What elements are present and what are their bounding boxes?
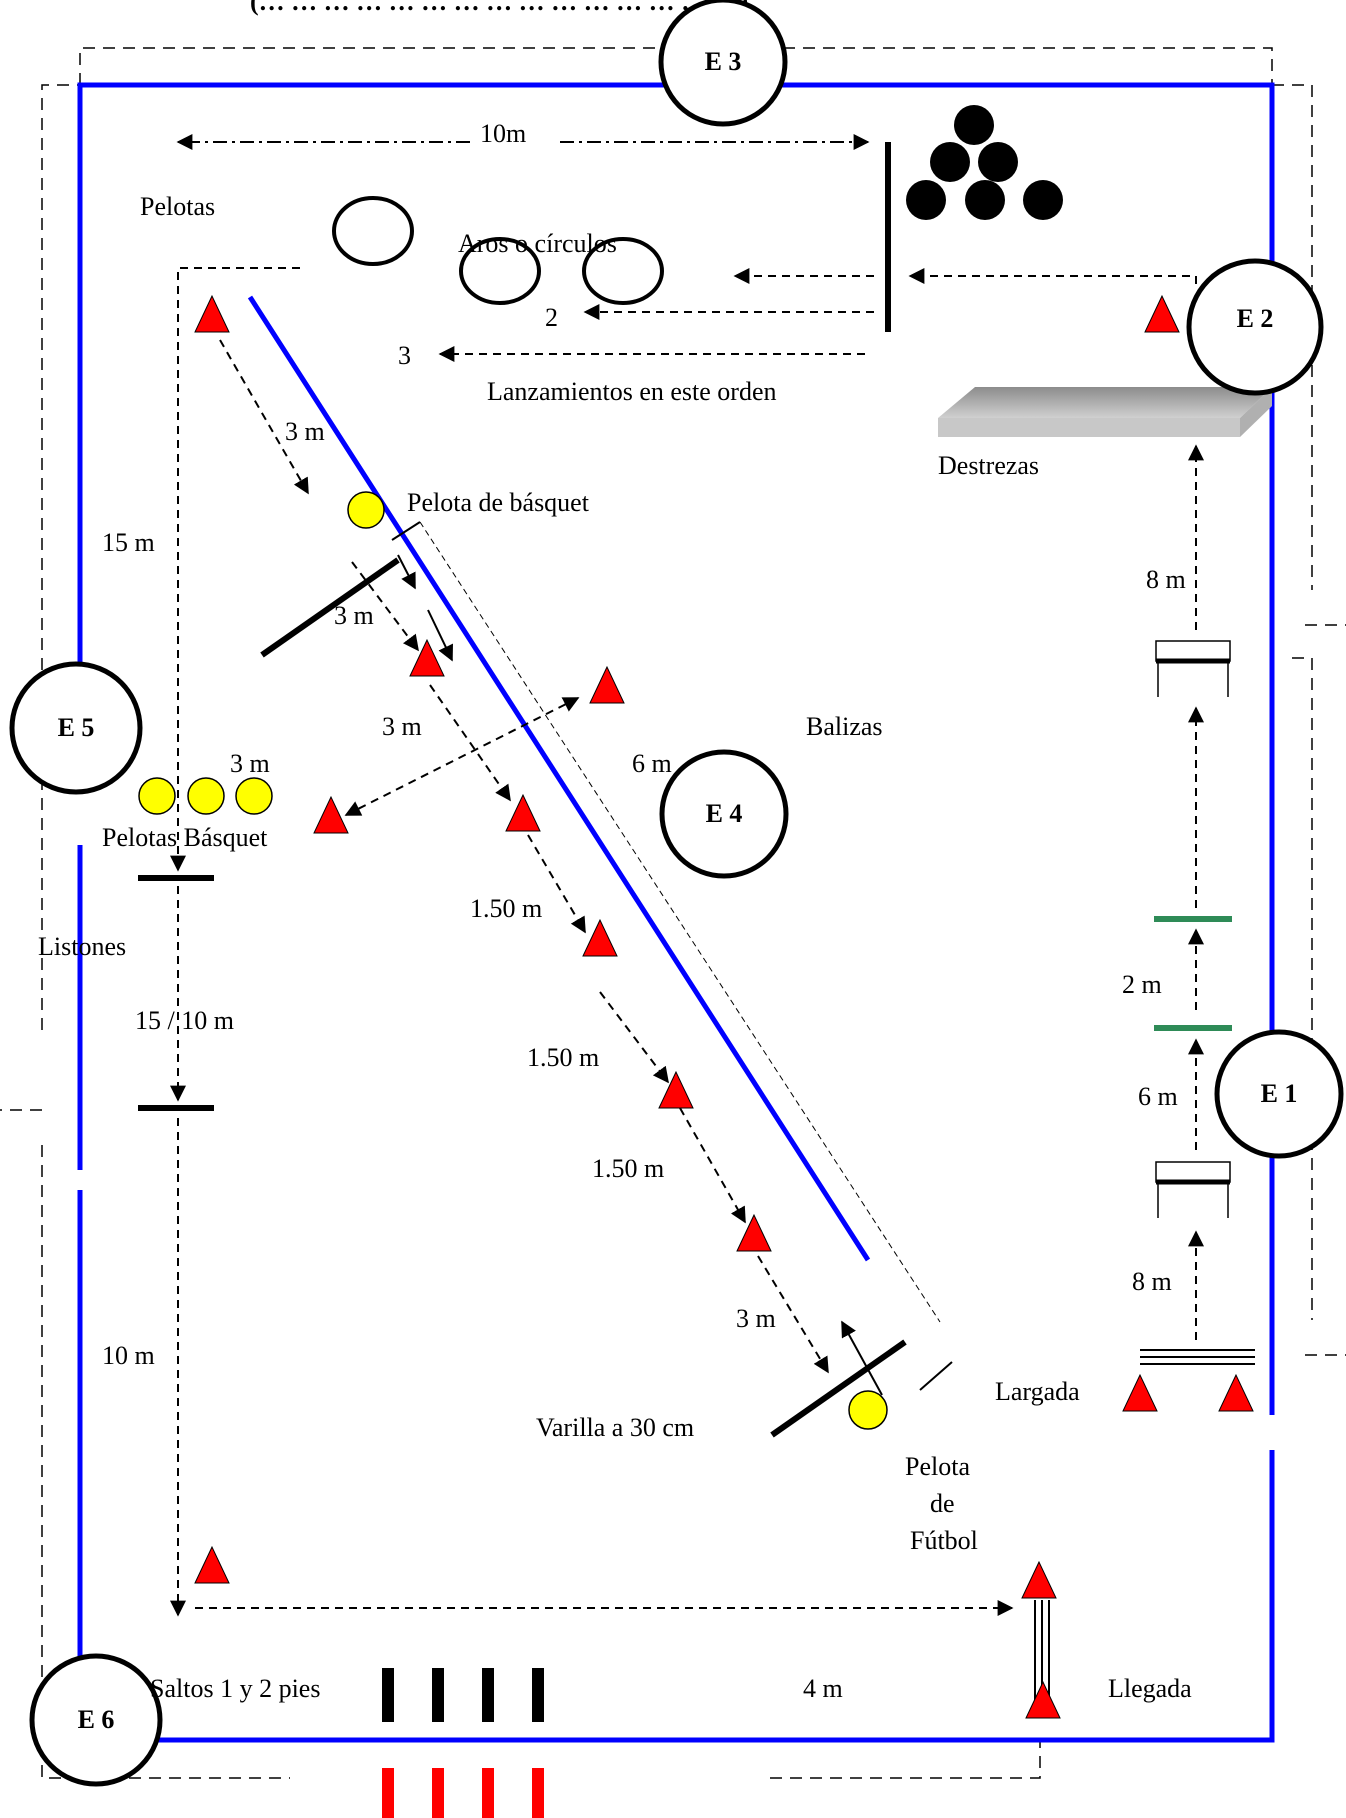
label-listones: Listones xyxy=(38,932,126,961)
label-3m-e: 3 m xyxy=(736,1304,776,1333)
cone xyxy=(1025,1680,1061,1719)
cone xyxy=(1122,1373,1158,1412)
label-3m-c: 3 m xyxy=(382,712,422,741)
start-lines xyxy=(1140,1349,1255,1365)
label-15-10m: 15 / 10 m xyxy=(135,1006,234,1035)
label-10m-left: 10 m xyxy=(102,1341,155,1370)
label-150-b: 1.50 m xyxy=(527,1043,599,1072)
varilla-bar xyxy=(770,1339,907,1438)
cone xyxy=(589,665,625,704)
label-pelotas-basquet: Pelotas Básquet xyxy=(102,823,268,852)
outer-dashed-boundary xyxy=(0,47,1346,1779)
label-varilla: Varilla a 30 cm xyxy=(536,1413,694,1442)
station-e5-circle xyxy=(9,661,143,795)
label-6m-right: 6 m xyxy=(1138,1082,1178,1111)
blue-boundary xyxy=(77,82,1275,1743)
label-throw-3: 3 xyxy=(398,341,411,370)
station-circles xyxy=(9,0,1344,1787)
station-e1-circle xyxy=(1214,1029,1344,1159)
station-e2-circle xyxy=(1186,258,1324,396)
hoops xyxy=(332,196,664,305)
label-3m-d: 3 m xyxy=(230,749,270,778)
label-pelota-futbol-2: de xyxy=(930,1489,955,1518)
label-balizas: Balizas xyxy=(806,712,883,741)
black-bars xyxy=(138,142,907,1438)
label-lanzamientos: Lanzamientos en este orden xyxy=(487,377,777,406)
destrezas-mat xyxy=(938,387,1272,437)
cone xyxy=(409,638,445,677)
cone xyxy=(1218,1373,1254,1412)
jump-marks-red xyxy=(382,1768,544,1818)
cones xyxy=(194,294,1254,1719)
station-e3-label: E 3 xyxy=(705,47,742,76)
station-e4-circle xyxy=(659,749,789,879)
black-ball-pile xyxy=(906,105,1063,220)
cone xyxy=(194,294,230,333)
label-pelota-futbol-3: Fútbol xyxy=(910,1526,978,1555)
cone xyxy=(658,1070,694,1109)
jump-marks-black xyxy=(382,1668,544,1722)
cone xyxy=(313,795,349,834)
label-destrezas: Destrezas xyxy=(938,451,1039,480)
solid-arrows xyxy=(397,554,883,1396)
text-labels: 10m Pelotas Aros o círculos 2 3 Lanzamie… xyxy=(38,119,1192,1703)
station-e5-label: E 5 xyxy=(58,713,95,742)
station-e3-circle xyxy=(658,0,788,127)
label-15m: 15 m xyxy=(102,528,155,557)
diagonal-bar-upper xyxy=(260,557,400,658)
label-2m: 2 m xyxy=(1122,970,1162,999)
cone xyxy=(582,918,618,957)
yellow-balls xyxy=(138,491,888,1430)
label-largada: Largada xyxy=(995,1377,1080,1406)
label-10m-top: 10m xyxy=(480,119,526,148)
cone xyxy=(505,793,541,832)
green-bars xyxy=(1154,916,1232,1031)
label-8m-top: 8 m xyxy=(1146,565,1186,594)
station-e6-circle xyxy=(29,1653,163,1787)
station-e1-label: E 1 xyxy=(1261,1079,1298,1108)
small-ticks xyxy=(391,521,953,1391)
label-3m-b: 3 m xyxy=(334,601,374,630)
cone xyxy=(194,1545,230,1584)
label-throw-2: 2 xyxy=(545,303,558,332)
label-4m: 4 m xyxy=(803,1674,843,1703)
station-e4-label: E 4 xyxy=(706,799,743,828)
label-150-a: 1.50 m xyxy=(470,894,542,923)
label-pelotas: Pelotas xyxy=(140,192,215,221)
label-llegada: Llegada xyxy=(1108,1674,1192,1703)
label-pelota-futbol-1: Pelota xyxy=(905,1452,970,1481)
label-saltos: Saltos 1 y 2 pies xyxy=(150,1674,320,1703)
thin-dashed-diagonal xyxy=(419,521,941,1323)
label-aros: Aros o círculos xyxy=(458,229,617,258)
cone xyxy=(1021,1560,1057,1599)
dashed-arrows xyxy=(170,134,1204,1617)
cone xyxy=(736,1213,772,1252)
label-6m-mid: 6 m xyxy=(632,749,672,778)
header-text: (… … … … … … … … … … … … … … …) xyxy=(250,0,748,16)
label-pelota-basquet: Pelota de básquet xyxy=(407,488,590,517)
label-3m-a: 3 m xyxy=(285,417,325,446)
cone xyxy=(1144,294,1180,333)
label-8m-bottom: 8 m xyxy=(1132,1267,1172,1296)
label-150-c: 1.50 m xyxy=(592,1154,664,1183)
station-e6-label: E 6 xyxy=(78,1705,115,1734)
station-e2-label: E 2 xyxy=(1237,304,1274,333)
hurdles xyxy=(1155,640,1231,1218)
